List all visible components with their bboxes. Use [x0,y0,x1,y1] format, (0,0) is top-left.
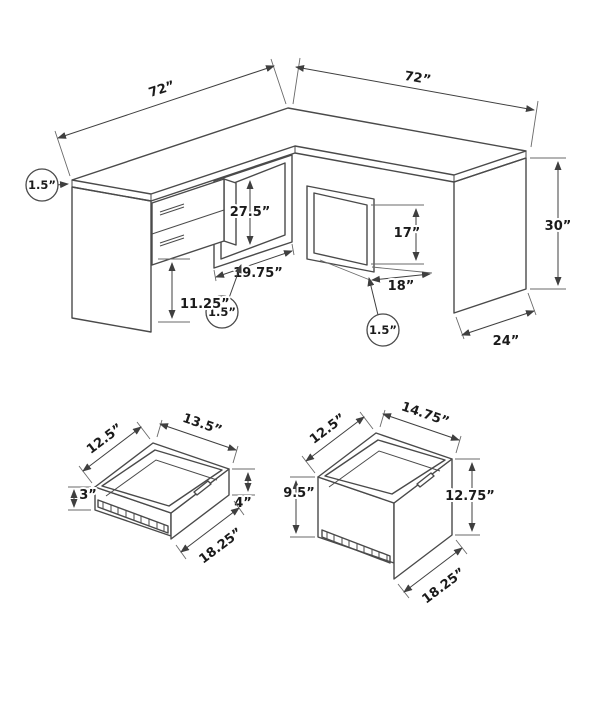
thickness-callout-right-circle [366,313,400,347]
large-drawer-slide-rail [321,529,391,564]
right-leg-frame [306,185,375,273]
small-drawer-slide-ticks [102,502,165,532]
large-drawer-interior [328,450,441,488]
dim-label-large-back-left: 12.5” [307,411,348,447]
dim-label-small-depth: 18.25” [197,525,246,567]
dim-label-right-opening-width: 18” [388,279,415,294]
dim-label-large-height-left: 9.5” [283,486,315,501]
dim-label-small-back-left: 12.5” [84,421,125,457]
dim-label-left-opening-height: 27.5” [230,205,271,220]
dim-label-small-height-right: 4” [234,496,252,511]
dim-desk-top-right: 72” [292,57,539,148]
small-drawer-interior [105,459,218,497]
desk-figure: 72” 72” 1.5” 27.5” 19.75” [25,57,573,351]
dim-small-drawer-height-right: 4” [232,468,255,513]
drawer-unit-divider [151,209,225,235]
dim-label-depth: 24” [493,334,520,349]
dim-label-small-back-right: 13.5” [180,411,223,438]
dim-label-overall-height: 30” [545,219,572,234]
dim-left-opening-width: 19.75” [213,243,295,283]
dim-label-large-depth: 18.25” [420,565,469,607]
dim-large-drawer-height-right: 12.75” [443,458,497,536]
dim-label-thickness-center: 1.5” [208,305,236,319]
drawer-handles [159,203,185,247]
large-drawer-figure: 12.5” 14.75” 9.5” 12.75” 18.25” [281,398,497,610]
dim-drawer-clearance: 11.25” [158,258,232,323]
large-drawer-slide-ticks [326,532,388,562]
dim-right-opening-width: 18” [319,259,433,296]
dim-label-desk-top-left: 72” [147,78,177,100]
right-leg-frame-inner [313,192,368,266]
dim-label-thickness-left: 1.5” [28,178,56,192]
desk-right-panel [453,157,527,314]
dim-label-drawer-clearance: 11.25” [180,297,230,312]
dim-label-desk-top-right: 72” [403,69,432,88]
dim-label-large-back-right: 14.75” [399,400,451,430]
dim-depth: 24” [455,292,537,351]
large-drawer-handle-notch [416,472,435,488]
dim-small-drawer-height-left: 3” [68,486,99,511]
dim-label-large-height-right: 12.75” [445,489,495,504]
small-drawer-handle-notch [193,480,212,496]
dim-label-small-height-left: 3” [79,488,97,503]
thickness-callout-right: 1.5” [366,277,400,347]
dim-label-left-opening-width: 19.75” [233,266,283,281]
dim-left-opening-height: 27.5” [228,180,272,245]
drawer-unit [151,178,237,266]
dim-label-right-opening-height: 17” [394,226,421,241]
thickness-callout-left-circle [25,168,59,202]
dim-right-opening-height: 17” [371,204,424,265]
thickness-callout-left: 1.5” [25,168,69,202]
desk-edge-ticks [71,146,527,201]
small-drawer-slide-rail [97,499,169,534]
dim-large-drawer-height-left: 9.5” [281,476,317,538]
desk-left-panel [71,186,152,333]
thickness-callout-center: 1.5” [205,264,242,329]
dim-label-thickness-right: 1.5” [369,323,397,337]
dim-overall-height: 30” [530,157,573,290]
small-drawer-figure: 12.5” 13.5” 3” 4” 18.25” [68,409,255,569]
thickness-callout-center-circle [205,295,239,329]
